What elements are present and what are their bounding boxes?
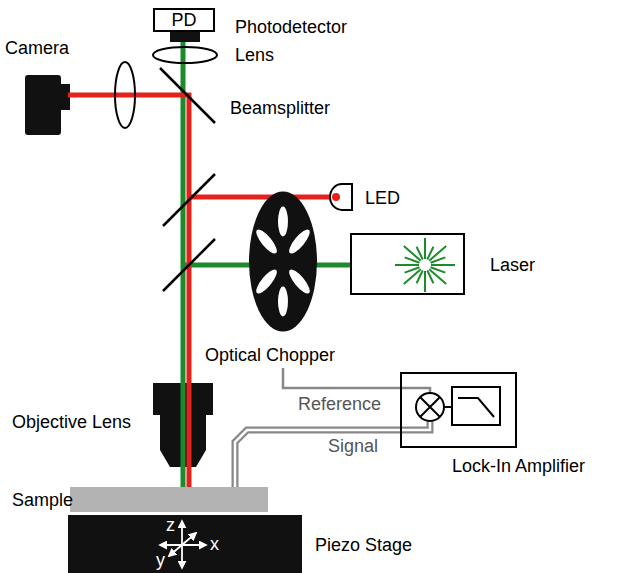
red-beam [187, 93, 192, 487]
component-label: LED [365, 188, 400, 208]
laser-ray [427, 271, 433, 284]
lock-in-amplifier-box: Lock-In Amplifier [400, 372, 517, 448]
optical-chopper: Optical Chopper [205, 190, 345, 368]
lowpass-filter-symbol [452, 387, 500, 425]
component-label: Camera [5, 38, 69, 58]
laser-ray [417, 247, 423, 260]
component-label: Laser [490, 255, 535, 275]
component-label: Piezo Stage [315, 535, 412, 555]
laser-ray [405, 267, 420, 272]
red-beam [187, 195, 338, 200]
component-label: Photodetector [235, 17, 347, 37]
laser-starburst [395, 238, 455, 292]
sample-slab: Sample [70, 487, 268, 512]
laser-ray [424, 238, 426, 259]
laser-ray [424, 271, 426, 292]
axis-arrow [169, 533, 196, 556]
component-label: Lock-In Amplifier [452, 456, 585, 476]
led-emitter [332, 193, 340, 201]
signal-cable [235, 430, 400, 487]
camera-lens [115, 62, 135, 128]
filter-curve [458, 398, 494, 417]
reference-wire [283, 368, 400, 388]
component-label: Lens [235, 45, 274, 65]
connector-label: Reference [298, 394, 381, 414]
component-label: Objective Lens [12, 412, 131, 432]
reference-wire [400, 388, 430, 393]
lens [153, 47, 217, 63]
chopper-slot [286, 227, 313, 257]
mixer-cross [420, 397, 440, 417]
mirror [163, 239, 215, 291]
signal-wire [400, 421, 430, 430]
photodetector-box: PDPhotodetector [153, 8, 215, 32]
laser-box: Laser [350, 233, 465, 295]
connector-line [283, 368, 400, 388]
connector-core [235, 430, 400, 487]
wire [444, 406, 452, 408]
signal-wire [400, 421, 430, 430]
chopper-disc [249, 192, 317, 332]
axis-label: z [166, 515, 175, 535]
component-label: Sample [12, 490, 73, 510]
axis-label: y [156, 550, 165, 570]
chopper-slot [253, 227, 280, 257]
camera-body [25, 75, 61, 135]
beamsplitter [160, 68, 215, 123]
mixer-symbol [416, 393, 444, 421]
axis-cross [68, 515, 302, 573]
chopper-slot [253, 267, 280, 297]
chopper-slot [278, 287, 288, 317]
component-label: Beamsplitter [230, 98, 330, 118]
led-symbol [330, 184, 352, 210]
laser-ray [431, 264, 455, 266]
connector-line [235, 430, 400, 487]
connector-label: Signal [328, 436, 378, 456]
chopper-wheel [248, 190, 318, 333]
component-label: Optical Chopper [205, 345, 335, 365]
piezo-stage: Piezo Stage [68, 515, 302, 573]
laser-ray [395, 264, 419, 266]
axis-label: x [210, 534, 219, 554]
box-label: PD [153, 10, 215, 30]
laser-ray [431, 257, 446, 262]
chopper-slot [286, 267, 313, 297]
chopper-slot [278, 207, 288, 237]
mirror [163, 174, 215, 226]
red-beam [68, 93, 191, 98]
